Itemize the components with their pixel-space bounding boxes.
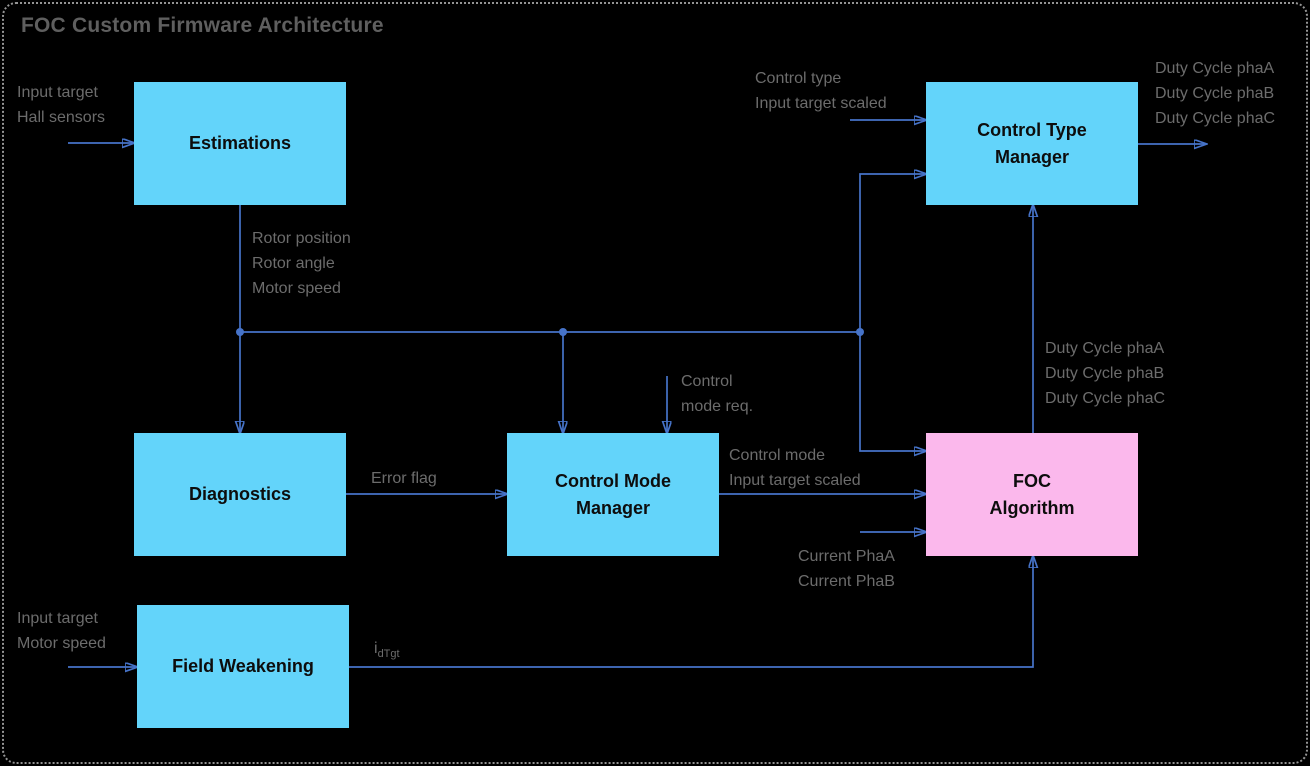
label-line: Hall sensors [17,109,106,126]
label-control-type-inputs: Control type Input target scaled [755,66,887,116]
label-line: Error flag [371,470,437,487]
node-field-weakening: Field Weakening [137,605,349,728]
bus-junction-dot [559,328,567,336]
label-line: mode req. [681,398,754,415]
node-label: Control Type [977,119,1087,140]
node-label: Estimations [188,133,292,153]
label-line: Input target scaled [729,472,861,489]
label-control-mode-request: Control mode req. [681,369,753,419]
label-field-weakening-inputs: Input target Motor speed [17,606,106,656]
node-label: Diagnostics [188,484,292,504]
label-control-mode-outputs: Control mode Input target scaled [729,443,861,493]
label-idtgt-base: i [374,640,378,657]
wire-field-weakening-to-foc [349,556,1033,668]
label-line: Input target [17,84,98,101]
node-label: Field Weakening [172,656,314,676]
label-line: Duty Cycle phaC [1155,110,1276,127]
label-line: Rotor position [252,230,351,247]
node-label: FOC [1013,470,1051,491]
label-duty-cycle-outputs: Duty Cycle phaA Duty Cycle phaB Duty Cyc… [1155,56,1275,131]
node-diagnostics: Diagnostics [134,433,346,556]
label-line: Duty Cycle phaA [1045,340,1165,357]
label-line: Duty Cycle phaA [1155,60,1275,77]
label-estimations-inputs: Input target Hall sensors [17,80,105,130]
wire-bus-to-foc [859,332,926,451]
label-line: Current PhaA [798,548,895,565]
node-label: Manager [575,497,651,518]
node-estimations: Estimations [134,82,346,205]
label-line: Input target scaled [755,95,887,112]
bus-junction-dot [236,328,244,336]
node-control-mode-manager: Control Mode Manager [507,433,719,556]
label-estimations-outputs: Rotor position Rotor angle Motor speed [252,226,351,301]
label-line: Control [681,373,733,390]
label-line: Motor speed [252,280,341,297]
label-line: Rotor angle [252,255,335,272]
label-duty-cycle-feedback: Duty Cycle phaA Duty Cycle phaB Duty Cyc… [1045,336,1165,411]
diagram-title: FOC Custom Firmware Architecture [21,14,384,37]
label-line: Duty Cycle phaC [1045,390,1166,407]
label-error-flag: Error flag [371,466,437,491]
node-label: Control Mode [555,470,671,491]
node-control-type-manager: Control Type Manager [926,82,1138,205]
node-label: Manager [994,146,1070,167]
label-line: Motor speed [17,635,106,652]
wire-bus-to-control-type-manager [859,174,926,332]
label-current-inputs: Current PhaA Current PhaB [798,544,895,594]
node-foc-algorithm: FOC Algorithm [926,433,1138,556]
label-line: Duty Cycle phaB [1155,85,1275,102]
label-idtgt-subscript: dTgt [377,648,400,660]
label-line: Control mode [729,447,826,464]
label-line: Current PhaB [798,573,895,590]
bus-junction-dot [856,328,864,336]
label-line: Duty Cycle phaB [1045,365,1165,382]
node-label: Algorithm [989,497,1075,518]
label-idtgt: idTgt [374,636,400,663]
label-line: Control type [755,70,842,87]
label-line: Input target [17,610,98,627]
